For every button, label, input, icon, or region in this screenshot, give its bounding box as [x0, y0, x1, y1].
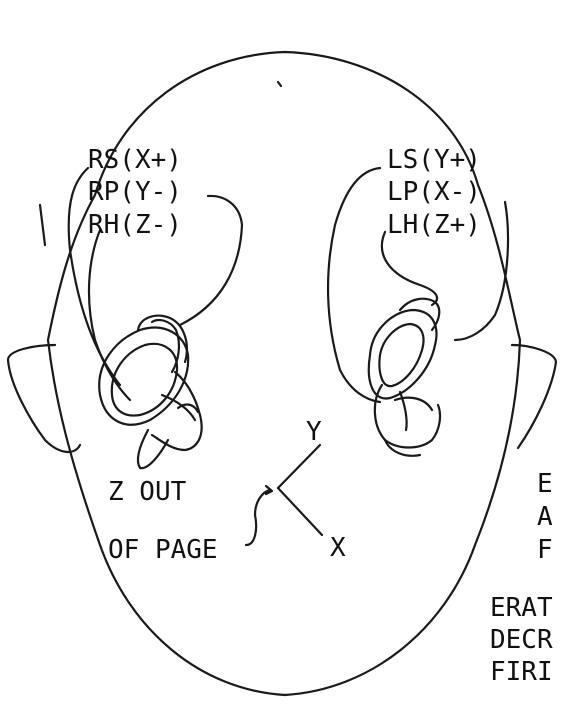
leader-ls — [328, 168, 380, 402]
axis-label-x: X — [330, 533, 346, 563]
edge-tick-left — [40, 205, 45, 245]
axis-marker — [246, 445, 322, 545]
side-text-2-line3: FIRI — [490, 657, 553, 687]
label-lp: LP(X-) — [387, 177, 481, 207]
side-text-2-line2: DECR — [490, 625, 553, 655]
label-ls: LS(Y+) — [387, 145, 481, 175]
left-ear-outline — [8, 345, 80, 452]
axis-label-y: Y — [306, 417, 322, 447]
z-note-line2: OF PAGE — [108, 535, 218, 565]
label-rp: RP(Y-) — [88, 177, 182, 207]
label-rh: RH(Z-) — [88, 210, 182, 240]
label-rs: RS(X+) — [88, 145, 182, 175]
left-labyrinth — [369, 299, 440, 456]
right-labyrinth — [99, 316, 201, 469]
leader-rh — [89, 230, 130, 400]
side-text-1-line1: E — [537, 469, 553, 499]
side-text-1-line3: F — [537, 535, 553, 565]
side-text-2-line1: ERAT — [490, 593, 553, 623]
edge-tick-top — [278, 82, 281, 86]
side-text-1-line2: A — [537, 502, 553, 532]
label-lh: LH(Z+) — [387, 210, 481, 240]
leader-rp — [180, 196, 242, 325]
leader-lh — [382, 232, 437, 305]
z-note-line1: Z OUT — [108, 477, 187, 507]
